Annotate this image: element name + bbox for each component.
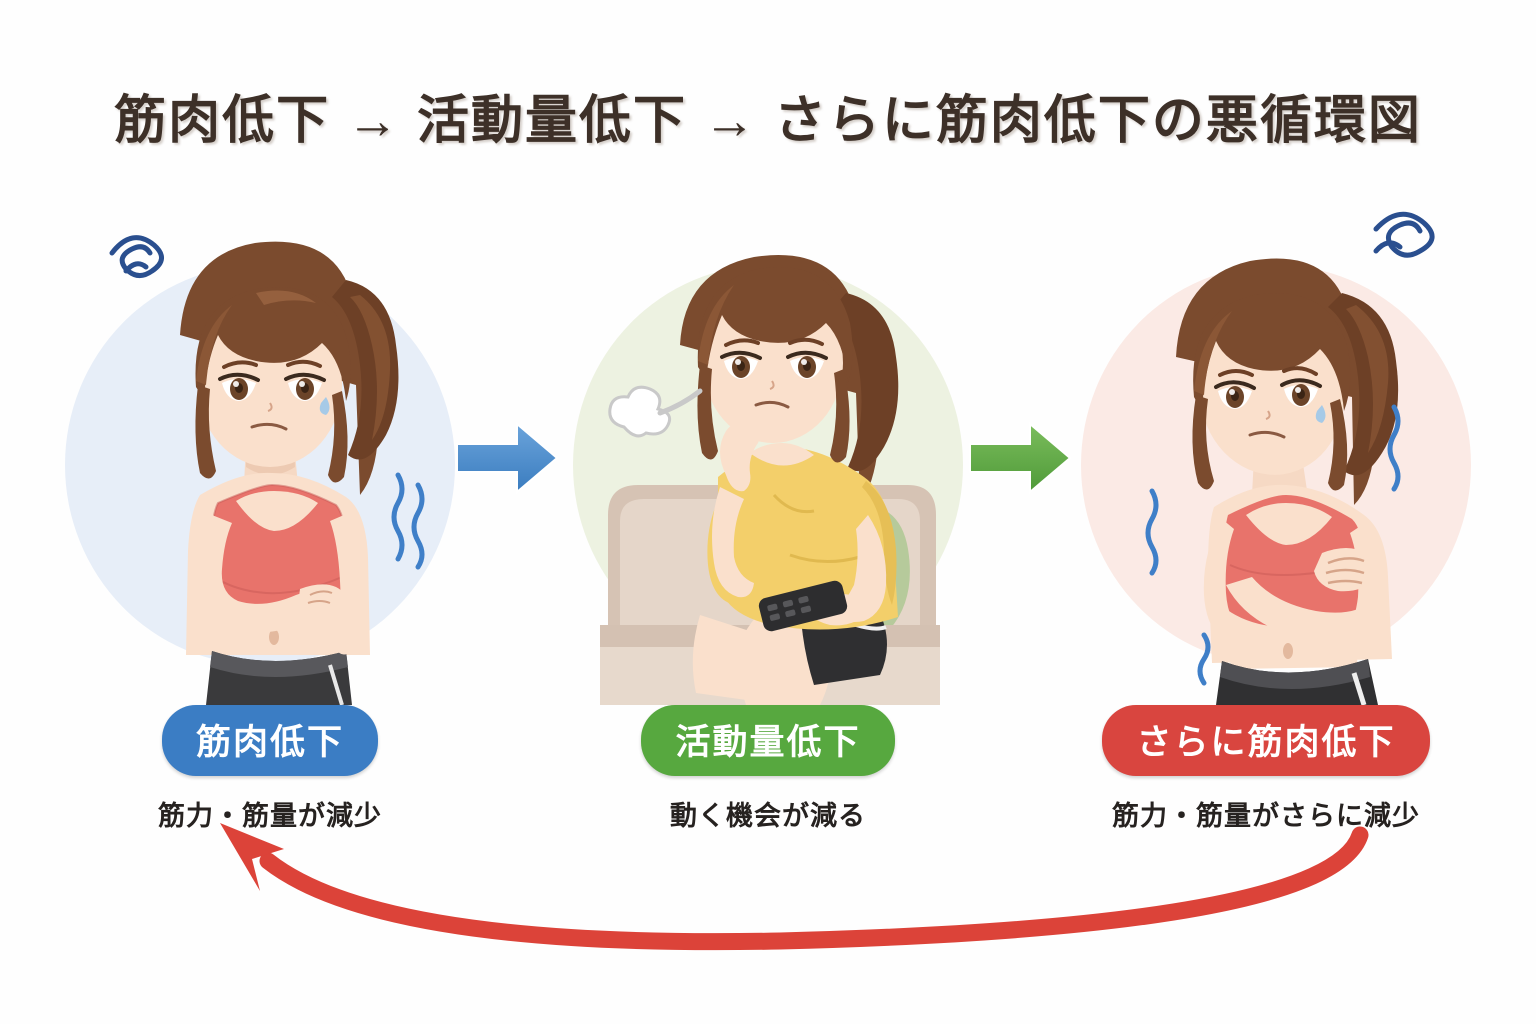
caption-muscle-decline: 筋力・筋量が減少 bbox=[158, 801, 382, 831]
caption-further-muscle-decline: 筋力・筋量がさらに減少 bbox=[1112, 801, 1420, 831]
label-row: 筋肉低下 筋力・筋量が減少 活動量低下 動く機会が減る さらに筋肉低下 筋力・筋… bbox=[60, 705, 1476, 833]
panel-further-muscle-decline bbox=[1076, 185, 1476, 705]
badge-activity-decline: 活動量低下 bbox=[641, 705, 895, 776]
panel-muscle-decline bbox=[60, 185, 460, 705]
label-column-muscle-decline: 筋肉低下 筋力・筋量が減少 bbox=[60, 705, 480, 833]
page-title: 筋肉低下 → 活動量低下 → さらに筋肉低下の悪循環図 bbox=[114, 92, 1422, 150]
flow-arrow-green bbox=[968, 420, 1072, 496]
label-column-further-muscle-decline: さらに筋肉低下 筋力・筋量がさらに減少 bbox=[1056, 705, 1476, 833]
badge-muscle-decline: 筋肉低下 bbox=[161, 705, 378, 776]
badge-further-muscle-decline: さらに筋肉低下 bbox=[1102, 705, 1430, 776]
illustration-worried-woman-pinching-arm bbox=[60, 185, 460, 705]
feedback-loop-arrow bbox=[180, 815, 1380, 965]
label-column-activity-decline: 活動量低下 動く機会が減る bbox=[558, 705, 978, 833]
panel-row bbox=[60, 185, 1476, 705]
illustration-hunched-woman-clutching-arm bbox=[1076, 185, 1476, 705]
flow-arrow-blue bbox=[455, 420, 559, 496]
illustration-bored-woman-on-sofa-with-remote bbox=[568, 185, 968, 705]
caption-activity-decline: 動く機会が減る bbox=[670, 801, 866, 831]
panel-activity-decline bbox=[568, 185, 968, 705]
sigh-puff-cloud bbox=[608, 385, 703, 438]
